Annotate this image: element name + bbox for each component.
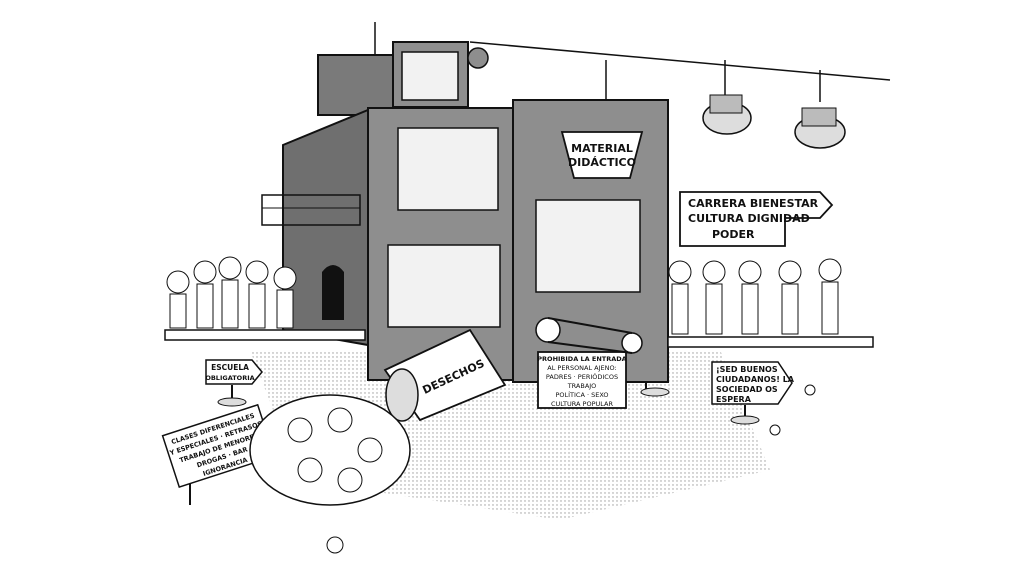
ciudadanos-line-2: CIUDADANOS! LA xyxy=(716,375,795,384)
material-line-2: DIDÁCTICO xyxy=(568,156,636,169)
factory-building xyxy=(261,41,670,397)
children-queue-right xyxy=(668,258,842,335)
career-line-2: CULTURA DIGNIDAD xyxy=(688,212,810,225)
career-sign: CARRERA BIENESTAR CULTURA DIGNIDAD PODER xyxy=(679,191,834,247)
hanging-basket-1 xyxy=(702,60,752,135)
escuela-sign: ESCUELA OBLIGATORIA xyxy=(205,359,263,407)
prohibida-line-6: CULTURA POPULAR xyxy=(551,400,613,408)
prohibida-sign: PROHIBIDA LA ENTRADA AL PERSONAL AJENO: … xyxy=(537,351,627,409)
career-line-3: PODER xyxy=(712,228,755,241)
conveyor-right xyxy=(667,336,874,348)
material-didactico-sign: MATERIAL DIDÁCTICO xyxy=(560,60,644,179)
escuela-line-1: ESCUELA xyxy=(211,363,249,372)
ciudadanos-line-4: ESPERA xyxy=(716,395,752,404)
prohibida-line-2: AL PERSONAL AJENO: xyxy=(547,364,616,372)
conveyor-left xyxy=(164,329,366,341)
discarded-children-pile xyxy=(249,394,411,506)
prohibida-line-1: PROHIBIDA LA ENTRADA xyxy=(537,355,626,363)
gears xyxy=(535,317,643,354)
overhead-cable xyxy=(469,41,891,81)
ciudadanos-sign: ¡SED BUENOS CIUDADANOS! LA SOCIEDAD OS E… xyxy=(711,361,795,425)
prohibida-line-5: POLÍTICA · SEXO xyxy=(555,390,608,399)
prohibida-line-4: TRABAJO xyxy=(567,382,597,390)
flowers xyxy=(326,384,816,554)
ciudadanos-line-1: ¡SED BUENOS xyxy=(716,365,778,374)
desechos-barrel: DESECHOS xyxy=(383,328,507,422)
ciudadanos-line-3: SOCIEDAD OS xyxy=(716,385,778,394)
hanging-basket-2 xyxy=(794,70,846,149)
career-line-1: CARRERA BIENESTAR xyxy=(688,197,819,210)
material-line-1: MATERIAL xyxy=(571,142,633,155)
children-queue-left xyxy=(166,256,297,329)
escuela-line-2: OBLIGATORIA xyxy=(205,374,254,382)
prohibida-line-3: PADRES · PERIÓDICOS xyxy=(546,372,618,381)
